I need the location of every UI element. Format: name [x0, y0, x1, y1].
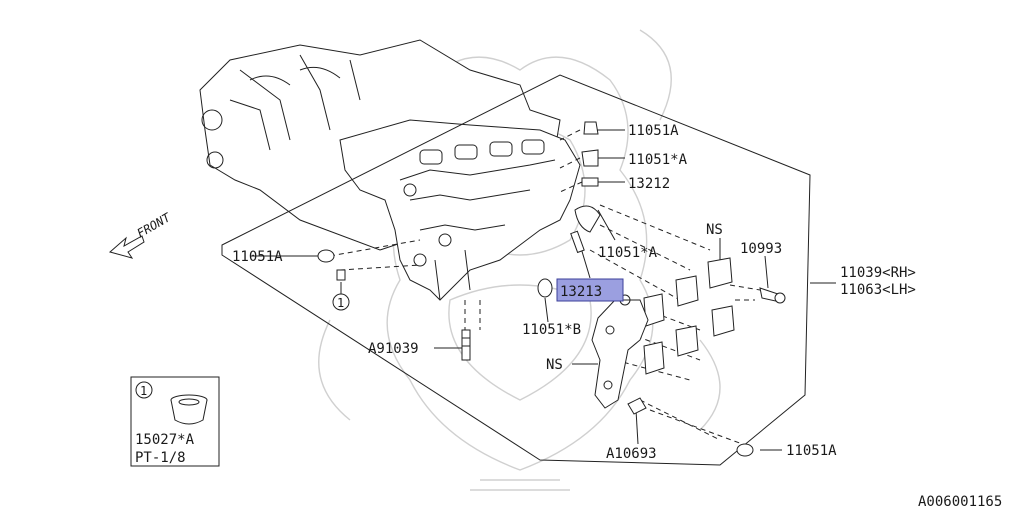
callout-marker: 1 — [332, 282, 350, 311]
inset-box: 1 15027*A PT-1/8 — [130, 376, 220, 467]
highlight-13213[interactable]: 13213 — [556, 278, 624, 302]
highlight-box[interactable] — [556, 278, 624, 302]
small-parts — [317, 121, 754, 457]
cam-bracket — [591, 294, 649, 415]
label-11051a-top: 11051A — [628, 123, 679, 139]
label-ns-top: NS — [706, 222, 723, 238]
leader-lines — [250, 129, 836, 451]
label-11051a-star-1: 11051*A — [628, 152, 688, 168]
inset-number: 1 — [140, 384, 147, 398]
label-13212: 13212 — [628, 176, 670, 192]
label-ns-bottom: NS — [546, 357, 563, 373]
label-13213[interactable]: 13213 — [560, 284, 602, 300]
cam-caps — [643, 257, 786, 375]
label-11051a-left: 11051A — [232, 249, 283, 265]
label-a10693: A10693 — [606, 446, 657, 462]
front-label: FRONT — [135, 210, 174, 241]
label-11063: 11063<LH> — [840, 282, 916, 298]
front-arrow: FRONT — [108, 210, 174, 259]
diagram-id: A006001165 — [918, 494, 1002, 510]
label-11039: 11039<RH> — [840, 265, 916, 281]
label-a91039: A91039 — [368, 341, 419, 357]
inset-spec: PT-1/8 — [135, 450, 186, 466]
label-10993: 10993 — [740, 241, 782, 257]
label-11051a-bottom: 11051A — [786, 443, 837, 459]
cylinder-head — [339, 119, 581, 301]
callout-number: 1 — [337, 296, 344, 310]
label-11051b: 11051*B — [522, 322, 581, 338]
inset-part-number: 15027*A — [135, 432, 195, 448]
label-11051a-star-2: 11051*A — [598, 245, 658, 261]
assembly-outline — [221, 74, 811, 466]
